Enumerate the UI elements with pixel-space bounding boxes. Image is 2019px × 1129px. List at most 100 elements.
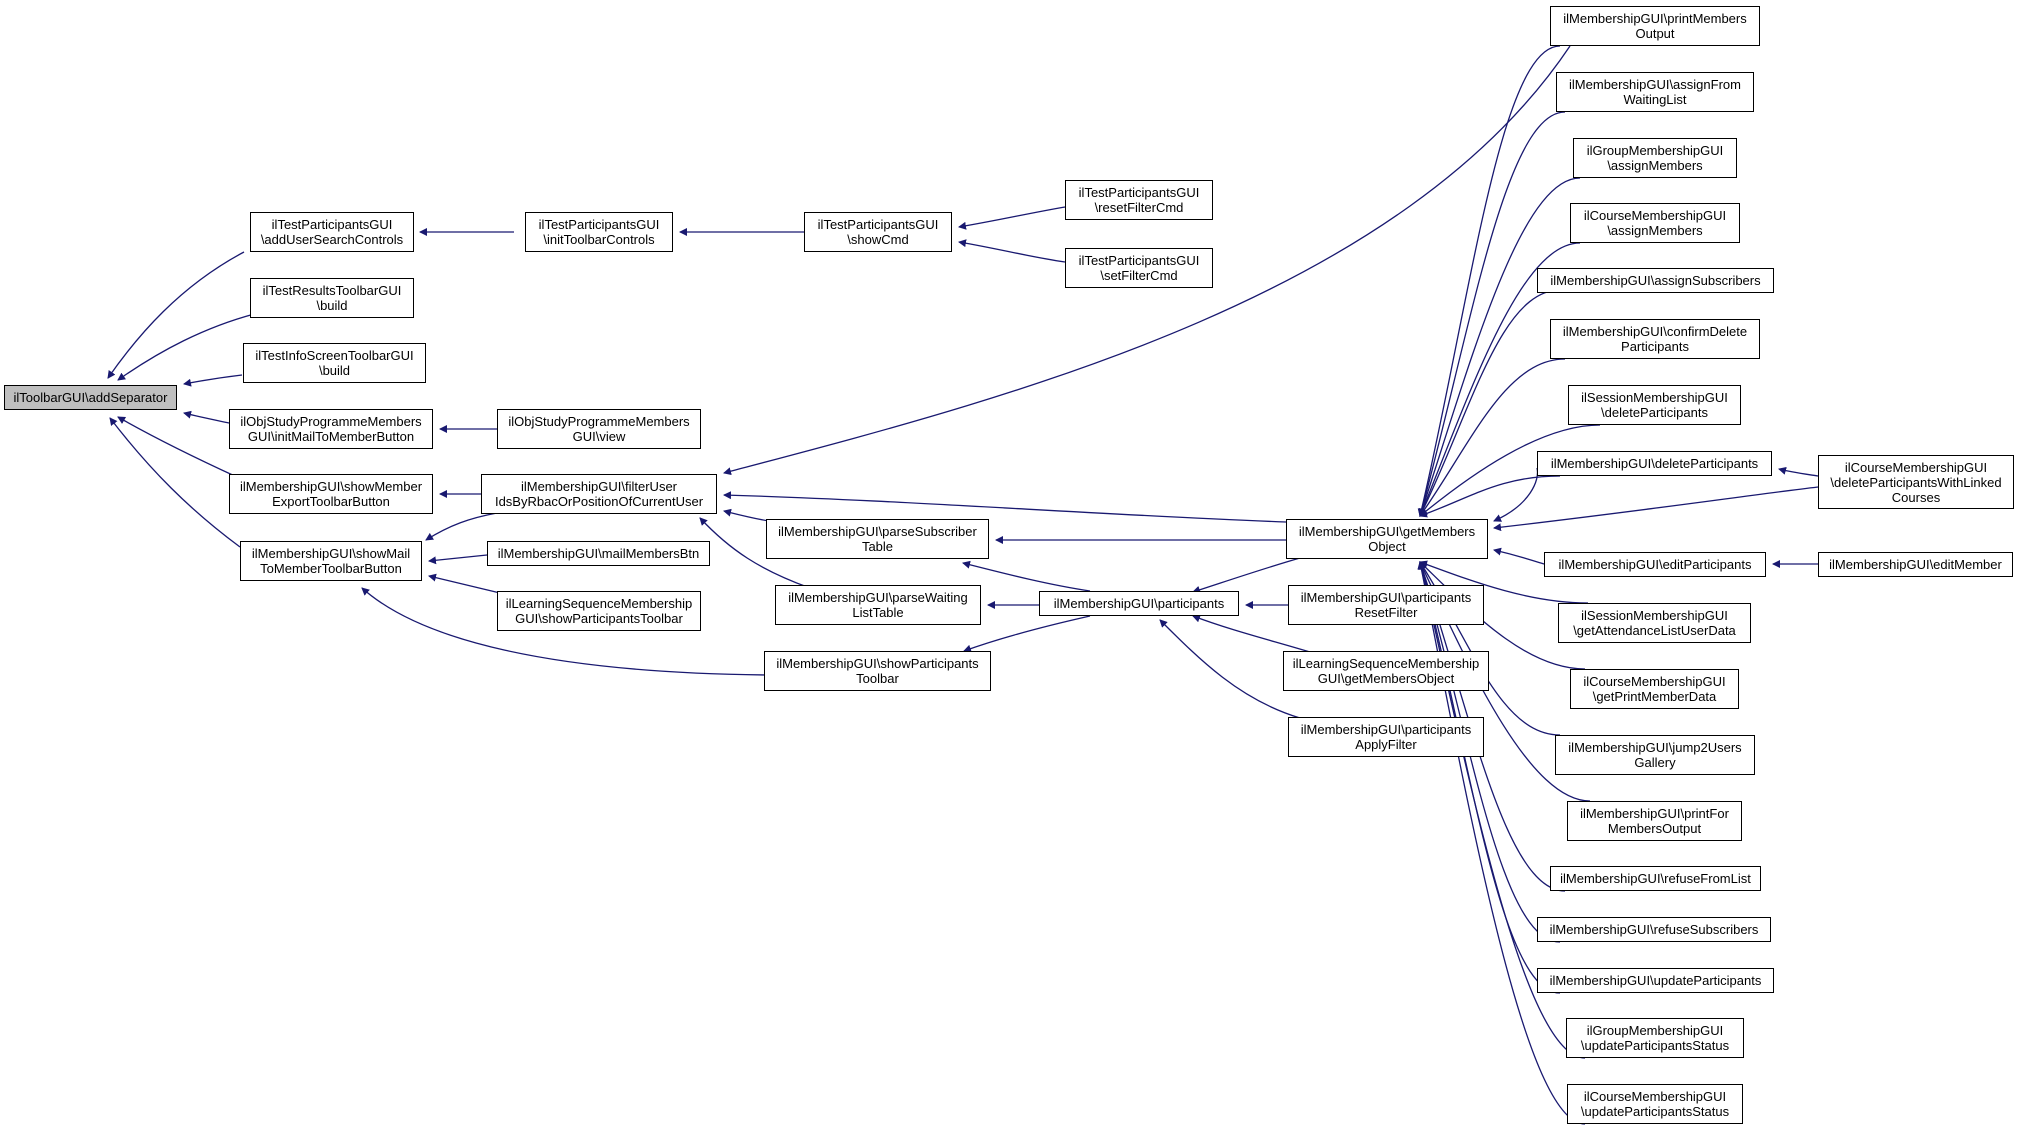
- node-label-line: ilMembershipGUI\getMembers: [1298, 524, 1476, 539]
- node-sessionDeleteParticipants[interactable]: ilSessionMembershipGUI\deleteParticipant…: [1568, 385, 1741, 425]
- edge-getMembers-caller-3: [1418, 242, 1581, 517]
- node-groupUpdateParticipantsStatus[interactable]: ilGroupMembershipGUI\updateParticipantsS…: [1566, 1018, 1744, 1058]
- node-courseUpdateParticipantsStatus[interactable]: ilCourseMembershipGUI\updateParticipants…: [1567, 1084, 1743, 1124]
- node-addSeparator[interactable]: ilToolbarGUI\addSeparator: [4, 385, 177, 410]
- node-label-line: ilCourseMembershipGUI: [1583, 208, 1727, 223]
- node-label-line: ilTestInfoScreenToolbarGUI: [255, 348, 414, 363]
- node-initToolbarControls[interactable]: ilTestParticipantsGUI\initToolbarControl…: [525, 212, 673, 252]
- node-label-line: GUI\initMailToMemberButton: [247, 429, 415, 444]
- node-getAttendanceListUserData[interactable]: ilSessionMembershipGUI\getAttendanceList…: [1558, 603, 1751, 643]
- node-label-line: ilMembershipGUI\refuseSubscribers: [1549, 922, 1759, 937]
- node-label-line: ilMembershipGUI\printFor: [1580, 806, 1729, 821]
- edge-getMembers-caller-8: [1419, 560, 1589, 604]
- node-label-line: ilSessionMembershipGUI: [1581, 390, 1728, 405]
- node-label-line: GUI\view: [572, 429, 626, 444]
- edge-participants-to-getMembers: [1192, 557, 1301, 594]
- node-label-line: ilMembershipGUI\updateParticipants: [1549, 973, 1762, 988]
- node-label-line: \updateParticipantsStatus: [1580, 1038, 1730, 1053]
- node-groupAssignMembers[interactable]: ilGroupMembershipGUI\assignMembers: [1573, 138, 1737, 178]
- node-label-line: Output: [1635, 26, 1675, 41]
- node-showCmd[interactable]: ilTestParticipantsGUI\showCmd: [804, 212, 952, 252]
- edge-getMembers-caller-6: [1419, 424, 1601, 517]
- node-label-line: Courses: [1891, 489, 1941, 505]
- edge-getMembers-caller-7: [1419, 475, 1561, 518]
- edge-filterUserIds-to-showMail: [425, 512, 498, 541]
- node-label-line: Object: [1368, 539, 1406, 554]
- node-updateParticipants[interactable]: ilMembershipGUI\updateParticipants: [1537, 968, 1774, 993]
- node-testInfoBuild[interactable]: ilTestInfoScreenToolbarGUI\build: [243, 343, 426, 383]
- node-label-line: ilMembershipGUI\mailMembersBtn: [497, 546, 700, 561]
- node-addUserSearchControls[interactable]: ilTestParticipantsGUI\addUserSearchContr…: [250, 212, 414, 252]
- node-label-line: ilMembershipGUI\showParticipants: [776, 656, 979, 671]
- node-label-line: ilObjStudyProgrammeMembers: [508, 414, 690, 429]
- edge-getMembers-caller-2: [1418, 177, 1581, 517]
- node-editParticipants[interactable]: ilMembershipGUI\editParticipants: [1544, 552, 1766, 577]
- node-editMember[interactable]: ilMembershipGUI\editMember: [1818, 552, 2013, 577]
- edge-getMembers-caller-4: [1419, 289, 1561, 517]
- node-assignSubscribers[interactable]: ilMembershipGUI\assignSubscribers: [1537, 268, 1774, 293]
- node-label-line: ilTestResultsToolbarGUI: [262, 283, 402, 298]
- edge-getMembers-caller-16: [1417, 561, 1586, 1125]
- node-setFilterCmd[interactable]: ilTestParticipantsGUI\setFilterCmd: [1065, 248, 1213, 288]
- edge-initMailToMemberButton-to-root: [183, 410, 230, 424]
- node-label-line: ilCourseMembershipGUI: [1583, 1089, 1727, 1104]
- node-label-line: ilCourseMembershipGUI: [1844, 459, 1988, 475]
- node-refuseFromList[interactable]: ilMembershipGUI\refuseFromList: [1550, 866, 1761, 891]
- node-label-line: ilMembershipGUI\jump2Users: [1568, 740, 1742, 755]
- node-getPrintMemberData[interactable]: ilCourseMembershipGUI\getPrintMemberData: [1570, 669, 1739, 709]
- node-label-line: Table: [861, 539, 894, 554]
- edge-showCmd-to-setFilterCmd: [958, 239, 1066, 263]
- node-label-line: ilTestParticipantsGUI: [817, 217, 939, 232]
- node-deleteParticipants[interactable]: ilMembershipGUI\deleteParticipants: [1537, 451, 1772, 476]
- node-label-line: ilMembershipGUI\deleteParticipants: [1550, 456, 1759, 471]
- edge-parseSubscriber-to-participants: [962, 560, 1091, 592]
- node-participants[interactable]: ilMembershipGUI\participants: [1039, 591, 1239, 616]
- node-label-line: ilGroupMembershipGUI: [1586, 143, 1724, 158]
- node-refuseSubscribers[interactable]: ilMembershipGUI\refuseSubscribers: [1537, 917, 1771, 942]
- node-resetFilterCmd[interactable]: ilTestParticipantsGUI\resetFilterCmd: [1065, 180, 1213, 220]
- edge-getMembers-to-editParticipants: [1493, 547, 1545, 565]
- node-label-line: ilTestParticipantsGUI: [271, 217, 393, 232]
- node-label-line: ListTable: [852, 605, 904, 620]
- edge-showMail-to-showParticipants: [361, 587, 771, 676]
- node-courseAssignMembers[interactable]: ilCourseMembershipGUI\assignMembers: [1570, 203, 1740, 243]
- node-label-line: ilMembershipGUI\printMembers: [1563, 11, 1747, 26]
- edge-deleteParticipants-to-deleteWithLinked: [1778, 466, 1819, 477]
- node-label-line: ToMemberToolbarButton: [260, 561, 402, 576]
- node-label-line: ilMembershipGUI\showMail: [251, 546, 411, 561]
- node-label-line: \getPrintMemberData: [1592, 689, 1717, 704]
- node-mailMembersBtn[interactable]: ilMembershipGUI\mailMembersBtn: [487, 541, 710, 566]
- node-deleteParticipantsWithLinkedCourses[interactable]: ilCourseMembershipGUI\deleteParticipants…: [1818, 455, 2014, 509]
- edge-filterUserIds-to-parseWaiting: [699, 517, 811, 589]
- node-label-line: ilLearningSequenceMembership: [505, 596, 693, 611]
- edge-getMembers-caller-9: [1419, 561, 1586, 670]
- edge-getMembers-caller-5: [1419, 358, 1566, 517]
- node-testResultsBuild[interactable]: ilTestResultsToolbarGUI\build: [250, 278, 414, 318]
- node-label-line: \assignMembers: [1607, 158, 1703, 173]
- edge-getMembers-to-deleteParticipants: [1493, 467, 1539, 522]
- node-label-line: ExportToolbarButton: [272, 494, 390, 509]
- node-label-line: ilMembershipGUI\confirmDelete: [1562, 324, 1748, 339]
- node-label-line: Participants: [1621, 339, 1689, 354]
- node-label-line: ilToolbarGUI\addSeparator: [13, 390, 168, 405]
- edge-participants-to-applyFilter: [1159, 619, 1301, 719]
